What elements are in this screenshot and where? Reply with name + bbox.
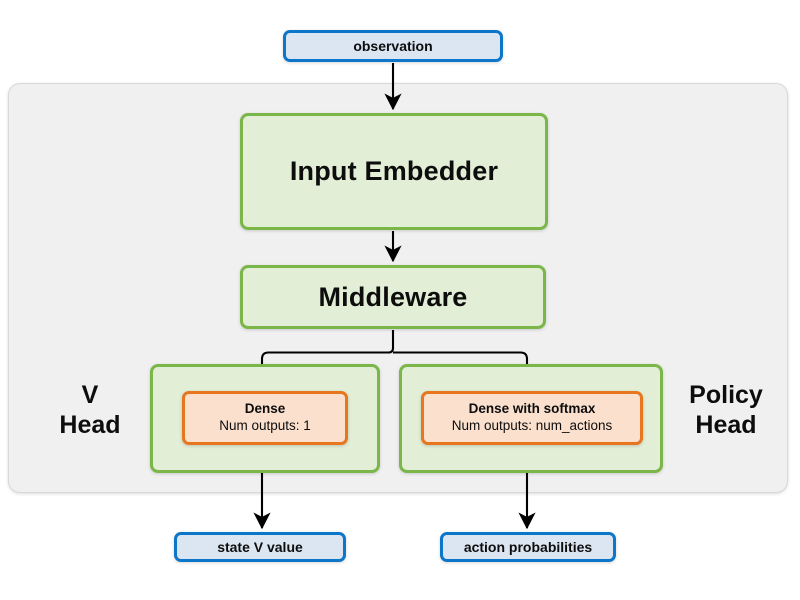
- node-dense-v[interactable]: Dense Num outputs: 1: [182, 391, 348, 445]
- node-dense-policy-subtitle: Num outputs: num_actions: [451, 418, 613, 433]
- caption-policy-head-line2: Head: [695, 410, 757, 439]
- node-dense-policy-title: Dense with softmax: [468, 401, 596, 417]
- caption-policy-head: Policy Head: [664, 381, 788, 440]
- group-policy-head[interactable]: Dense with softmax Num outputs: num_acti…: [399, 364, 663, 473]
- node-dense-v-title: Dense: [244, 401, 286, 417]
- group-v-head[interactable]: Dense Num outputs: 1: [150, 364, 380, 473]
- node-observation[interactable]: observation: [283, 30, 503, 62]
- caption-policy-head-line1: Policy: [689, 381, 763, 409]
- node-state-v-value-label: state V value: [217, 539, 303, 555]
- node-action-probabilities-label: action probabilities: [463, 539, 593, 555]
- node-input-embedder-label: Input Embedder: [289, 156, 499, 186]
- node-dense-policy[interactable]: Dense with softmax Num outputs: num_acti…: [421, 391, 643, 445]
- node-input-embedder[interactable]: Input Embedder: [240, 113, 548, 230]
- caption-v-head-line1: V: [81, 381, 99, 409]
- node-middleware-label: Middleware: [318, 281, 468, 312]
- caption-v-head-line2: Head: [59, 410, 121, 439]
- node-observation-label: observation: [353, 38, 433, 54]
- node-dense-v-subtitle: Num outputs: 1: [219, 418, 311, 433]
- node-action-probabilities[interactable]: action probabilities: [440, 532, 616, 562]
- caption-v-head: V Head: [40, 381, 140, 440]
- node-state-v-value[interactable]: state V value: [174, 532, 346, 562]
- node-middleware[interactable]: Middleware: [240, 265, 546, 329]
